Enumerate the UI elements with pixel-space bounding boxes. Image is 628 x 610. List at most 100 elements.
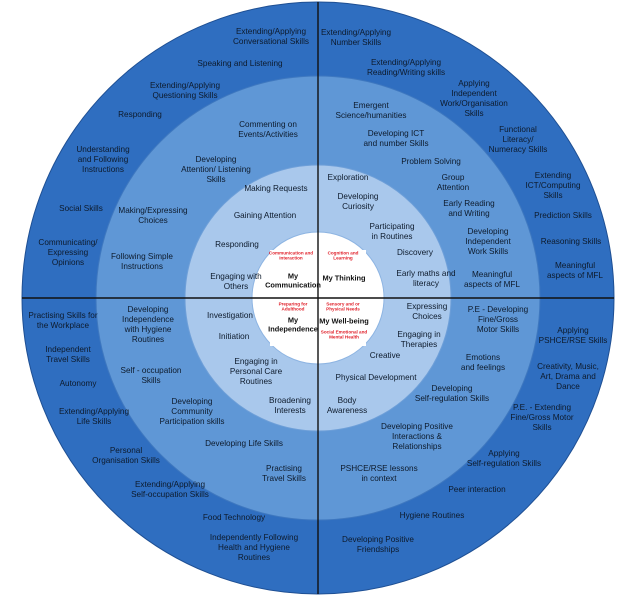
label-personal-organisation-line1: Personal [109,446,143,455]
label-applying-self-regulation-line2: Self-regulation Skills [466,459,542,468]
label-positive-friendships-line2: Friendships [356,545,400,554]
label-extending-conversational-line1: Extending/Applying [235,27,307,36]
label-pe-extending-line1: P.E. - Extending [512,403,572,412]
label-understanding-instructions-line3: Instructions [82,165,124,174]
label-early-reading-writing-line1: Early Reading [443,199,495,208]
label-meaningful-mfl-mid-line2: aspects of MFL [464,280,520,289]
center-title-independence-line1: My [287,315,299,325]
label-developing-attention-listening-line1: Developing [195,155,237,164]
label-developing-life-skills: Developing Life Skills [205,439,283,449]
label-practising-workplace-line2: the Workplace [36,321,90,330]
center-title-communication-line1: My [287,271,299,281]
label-developing-attention-listening-line2: Attention/ Listening [181,165,251,174]
label-engaging-therapies-line2: Therapies [400,340,438,349]
center-subtitle-thinking: Cognition and Learning [327,250,359,261]
label-pe-fine-gross-line2: Fine/Gross [477,315,519,324]
label-practising-travel-line2: Travel Skills [262,474,306,483]
label-personal-organisation-line2: Organisation Skills [92,456,160,465]
center-title-communication: My Communication [265,272,321,289]
center-subtitle-communication: Communication and Interaction [268,250,314,261]
label-developing-self-regulation-line1: Developing [431,384,473,393]
label-applying-pshce-line1: Applying [557,326,589,335]
label-community-participation-line2: Community [171,407,213,416]
label-exploration-line1: Exploration [327,173,369,182]
center-title-independence-line2: Independence [268,324,318,333]
label-applying-independent-work-line4: Skills [464,109,484,118]
label-creative-line1: Creative [369,351,401,360]
label-developing-curiosity-line1: Developing [337,192,379,201]
label-responding-outer-line1: Responding [118,110,162,119]
label-practising-workplace-line1: Practising Skills for [28,311,98,320]
label-autonomy-line1: Autonomy [59,379,97,388]
label-hygiene-routines-line1: Hygiene Routines [399,511,465,520]
label-participating-routines-line2: in Routines [371,232,413,241]
label-extending-life-skills-line2: Life Skills [76,417,112,426]
label-personal-care-routines-line1: Engaging in [234,357,278,366]
center-quadrant-bl [270,299,317,346]
label-gaining-attention-line1: Gaining Attention [233,211,297,220]
label-applying-self-regulation-line1: Applying [488,449,520,458]
center-title-thinking: My Thinking [322,273,366,283]
label-understanding-instructions-line1: Understanding [76,145,130,154]
label-initiation-line1: Initiation [218,332,250,341]
label-problem-solving: Problem Solving [401,157,461,167]
label-physical-development-line1: Physical Development [335,373,417,382]
label-group-attention-line2: Attention [436,183,470,192]
label-making-requests-line1: Making Requests [244,184,308,193]
label-food-technology: Food Technology [203,513,265,523]
label-problem-solving-line1: Problem Solving [401,157,461,166]
label-body-awareness-line1: Body [337,396,357,405]
label-self-occupation-line2: Skills [141,376,161,385]
label-pshce-context-line2: in context [361,474,397,483]
label-early-maths-literacy-line2: literacy [413,279,439,288]
label-pe-extending-line2: Fine/Gross Motor [510,413,574,422]
label-applying-independent-work-line3: Work/Organisation [440,99,508,108]
label-following-simple-instructions-line2: Instructions [121,262,163,271]
label-emergent-science-line2: Science/humanities [335,111,407,120]
label-discovery-line1: Discovery [397,248,433,257]
label-engaging-with-others-line1: Engaging with [210,272,262,281]
label-personal-care-routines-line3: Routines [239,377,273,386]
label-broadening-interests-line2: Interests [274,406,306,415]
label-applying-independent-work-line1: Applying [458,79,490,88]
label-creativity-music-line3: Dance [556,382,580,391]
label-independent-travel-line1: Independent [45,345,91,354]
label-practising-travel-line1: Practising [266,464,302,473]
label-engaging-therapies-line1: Engaging in [397,330,441,339]
label-prediction-skills-line1: Prediction Skills [534,211,592,220]
label-expressing-choices-line1: Expressing [406,302,448,311]
label-independent-work-skills-line2: Independent [465,237,511,246]
label-making-expressing-choices-line2: Choices [138,216,168,225]
label-communicating-opinions-line3: Opinions [51,258,85,267]
label-pe-extending-line3: Skills [532,423,552,432]
center-quadrant-br [319,299,366,346]
label-extending-reading-writing-line2: Reading/Writing skills [366,68,446,77]
label-pe-fine-gross-line3: Motor Skills [476,325,520,334]
label-functional-literacy-line1: Functional [499,125,537,134]
label-physical-development: Physical Development [335,373,416,383]
label-pe-fine-gross-line1: P.E - Developing [467,305,529,314]
label-communicating-opinions-line1: Communicating/ [38,238,98,247]
label-extending-self-occupation-line2: Self-occupation Skills [131,490,209,499]
label-developing-ict-number-line2: and number Skills [363,139,429,148]
